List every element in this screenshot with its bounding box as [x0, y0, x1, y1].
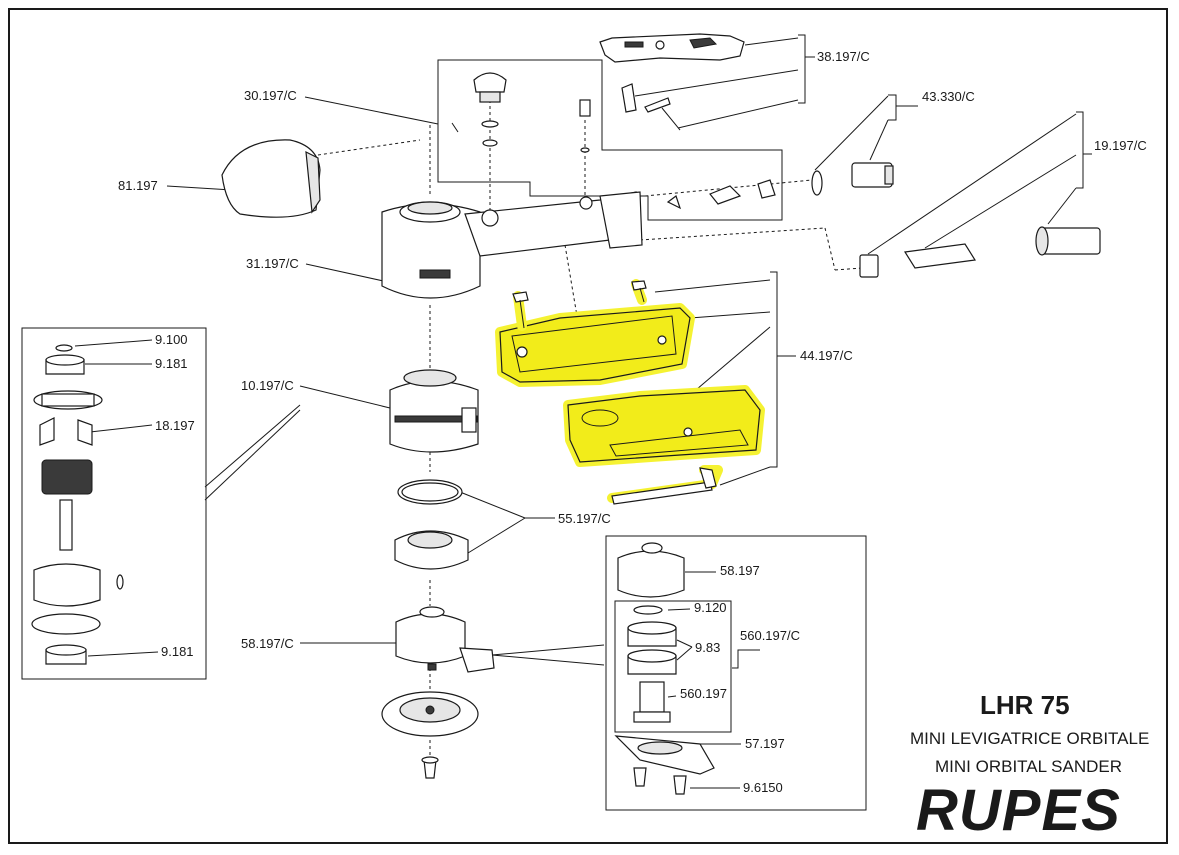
label-10-197-c[interactable]: 10.197/C [241, 378, 294, 393]
valve-knob-part[interactable] [451, 72, 591, 153]
label-38-197-c[interactable]: 38.197/C [817, 49, 870, 64]
brand-logo: RUPES [916, 778, 1121, 843]
drawing-frame [8, 8, 1168, 844]
subtitle-italian: MINI LEVIGATRICE ORBITALE [910, 729, 1149, 748]
title-block: LHR 75 MINI LEVIGATRICE ORBITALE MINI OR… [910, 690, 1149, 843]
label-31-197-c[interactable]: 31.197/C [246, 256, 299, 271]
group-boxes [21, 59, 867, 811]
motor-part[interactable] [389, 369, 479, 453]
label-9-83[interactable]: 9.83 [695, 640, 720, 655]
label-43-330-c[interactable]: 43.330/C [922, 89, 975, 104]
top-cap-part[interactable] [221, 139, 321, 218]
label-18-197[interactable]: 18.197 [155, 418, 195, 433]
label-81-197[interactable]: 81.197 [118, 178, 158, 193]
eccentric-counterweight-part[interactable] [395, 606, 495, 673]
label-44-197-c[interactable]: 44.197/C [800, 348, 853, 363]
pad-bearing-parts[interactable] [614, 542, 715, 795]
throttle-lever-part[interactable] [599, 33, 745, 131]
label-560-197-c[interactable]: 560.197/C [740, 628, 800, 643]
handle-half-shells-highlighted[interactable] [495, 279, 765, 505]
label-30-197-c[interactable]: 30.197/C [244, 88, 297, 103]
label-9-100[interactable]: 9.100 [155, 332, 188, 347]
label-9-181-bottom[interactable]: 9.181 [161, 644, 194, 659]
label-55-197-c[interactable]: 55.197/C [558, 511, 611, 526]
seal-rings-part[interactable] [394, 479, 469, 570]
backing-pad-part[interactable] [381, 691, 479, 779]
label-9-120[interactable]: 9.120 [694, 600, 727, 615]
assembly-axis-lines [317, 100, 863, 760]
subtitle-english: MINI ORBITAL SANDER [935, 757, 1122, 776]
label-58-197[interactable]: 58.197 [720, 563, 760, 578]
model-title: LHR 75 [980, 690, 1070, 720]
label-9-6150[interactable]: 9.6150 [743, 780, 783, 795]
label-560-197[interactable]: 560.197 [680, 686, 727, 701]
rotor-assembly-parts[interactable] [31, 344, 124, 665]
label-19-197-c[interactable]: 19.197/C [1094, 138, 1147, 153]
label-57-197[interactable]: 57.197 [745, 736, 785, 751]
motor-housing-part[interactable] [381, 191, 643, 299]
exhaust-parts[interactable] [666, 162, 1101, 278]
label-9-181-top[interactable]: 9.181 [155, 356, 188, 371]
leader-lines [74, 34, 1092, 789]
label-58-197-c[interactable]: 58.197/C [241, 636, 294, 651]
